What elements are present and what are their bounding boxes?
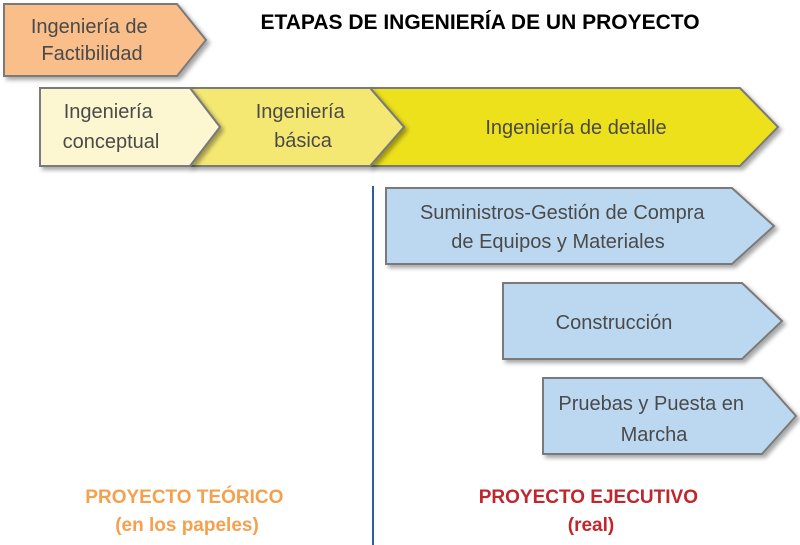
stage-suministros-line-1: Suministros-Gestión de Compra [420,202,705,224]
stage-pruebas-line-1: Pruebas y Puesta en [558,393,744,415]
stage-construccion-arrow [502,282,784,360]
svg-text:Construcción: Construcción [556,312,673,334]
stage-conceptual-arrow [39,87,222,167]
stage-basica-line-2: básica [274,130,333,152]
footer-ejecutivo-line-1: PROYECTO EJECUTIVO [479,487,698,508]
stage-detalle: Ingeniería de detalle [367,87,780,167]
stage-basica-arrow [187,87,406,167]
stage-basica-line-1: Ingeniería [256,101,346,123]
stage-conceptual-line-1: Ingeniería [64,101,154,123]
svg-text:PROYECTO TEÓRICO (en los: PROYECTO TEÓRICO (en los papeles) [85,486,288,536]
svg-text:PROYECTO EJECUTIVO (real: PROYECTO EJECUTIVO (real) [479,487,704,536]
footer-ejecutivo: PROYECTO EJECUTIVO (real) [479,487,704,536]
stage-suministros-line-2: de Equipos y Materiales [451,231,664,253]
svg-text:Suministros-Gestión de Compra: Suministros-Gestión de Compra de Equipos… [420,202,710,253]
footer-ejecutivo-line-2: (real) [568,515,614,536]
svg-text:Ingeniería básica: Ingeniería básica [256,101,351,152]
stage-basica: Ingeniería básica [187,87,406,167]
stage-factibilidad-line-1: Ingeniería de [31,16,148,38]
stage-suministros: Suministros-Gestión de Compra de Equipos… [385,187,776,265]
footer-teorico-line-1: PROYECTO TEÓRICO [85,486,283,508]
stage-suministros-arrow [385,187,776,265]
stage-pruebas: Pruebas y Puesta en Marcha [542,377,798,455]
stage-pruebas-arrow [542,377,798,455]
svg-text:Ingeniería conceptual: Ingeniería conceptual [63,101,160,153]
footer-teorico: PROYECTO TEÓRICO (en los papeles) [85,486,288,536]
stage-factibilidad-arrow [3,3,208,77]
stage-conceptual: Ingeniería conceptual [39,87,222,167]
stage-construccion-line-1: Construcción [556,312,673,334]
svg-text:Ingeniería de detalle: Ingeniería de detalle [485,117,666,139]
diagram-title: ETAPAS DE INGENIERÍA DE UN PROYECTO [260,11,699,34]
stage-conceptual-line-2: conceptual [63,131,160,153]
svg-text:Ingeniería de Factibilid: Ingeniería de Factibilidad [31,16,153,65]
svg-text:Pruebas y Puesta en Marc: Pruebas y Puesta en Marcha [558,393,749,446]
stage-detalle-line-1: Ingeniería de detalle [485,117,666,139]
stage-factibilidad-line-2: Factibilidad [41,43,142,65]
stage-factibilidad: Ingeniería de Factibilidad [3,3,208,77]
footer-teorico-line-2: (en los papeles) [115,515,259,536]
stage-pruebas-line-2: Marcha [621,424,689,446]
stage-construccion: Construcción [502,282,784,360]
